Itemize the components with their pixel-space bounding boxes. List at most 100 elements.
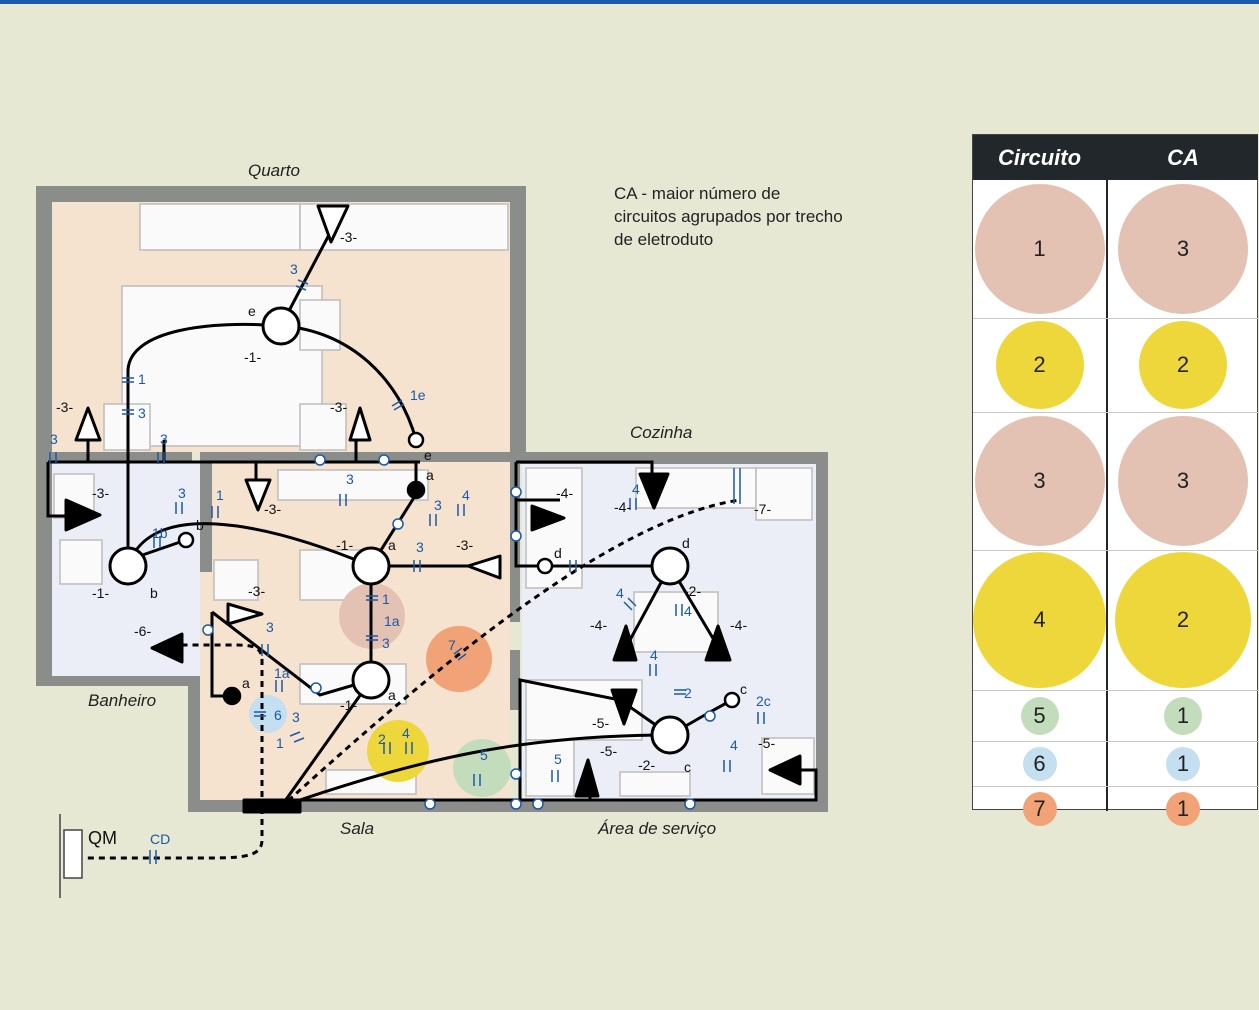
- circuit-label: -3-: [248, 583, 265, 599]
- ca-value: 2: [1115, 552, 1251, 688]
- conduit-number: 4: [632, 481, 640, 497]
- circuit-label: -5-: [600, 743, 617, 759]
- row-divider: [973, 550, 1259, 551]
- conduit-number: 5: [480, 747, 488, 763]
- conduit-number: 3: [50, 431, 58, 447]
- circuit-label: -4-: [614, 499, 631, 515]
- row-divider: [973, 786, 1259, 787]
- conduit-number: 3: [416, 539, 424, 555]
- ca-value-cell: 2: [1108, 318, 1258, 412]
- conduit-number: 3: [290, 261, 298, 277]
- circuito-value: 1: [974, 184, 1105, 314]
- circuito-value: 6: [1022, 746, 1057, 781]
- switch-letter: e: [248, 303, 256, 319]
- conduit-number: 1: [382, 591, 390, 607]
- circuito-value-cell: 7: [973, 786, 1106, 831]
- room-label-banheiro: Banheiro: [88, 691, 156, 710]
- conduit-number: 6: [274, 707, 282, 723]
- ca-value: 1: [1166, 746, 1200, 781]
- switch-letter: d: [554, 545, 562, 561]
- conduit-number: 2: [378, 731, 386, 747]
- column-divider: [1106, 135, 1108, 811]
- conduit-number: 7: [448, 637, 456, 653]
- circuito-value-cell: 6: [973, 741, 1106, 786]
- conduit-number: 4: [684, 603, 692, 619]
- row-divider: [973, 412, 1259, 413]
- circuit-labels: -3- -1- -3- -3- -3- -3- -1- -3- -1- -3- …: [56, 229, 775, 773]
- conduit-number: 4: [650, 647, 658, 663]
- circuit-label: -3-: [264, 501, 281, 517]
- conduit-number: 1: [276, 735, 284, 751]
- circuit-label: -3-: [56, 399, 73, 415]
- circuit-label: -4-: [730, 617, 747, 633]
- ca-value-cell: 1: [1108, 690, 1258, 741]
- circuit-label: -1-: [340, 697, 357, 713]
- circuit-label: -2-: [638, 757, 655, 773]
- circuito-value: 2: [995, 321, 1084, 409]
- circuit-label: -7-: [754, 501, 771, 517]
- circuito-value: 5: [1020, 696, 1059, 735]
- ca-value-cell: 1: [1108, 741, 1258, 786]
- circuit-label: -3-: [330, 399, 347, 415]
- conduit-number: 3: [346, 471, 354, 487]
- conduit-number: 2: [684, 685, 692, 701]
- lamp-points: [108, 306, 690, 755]
- ca-value: 3: [1118, 416, 1248, 546]
- header-ca: CA: [1108, 135, 1258, 180]
- floor-plan-diagram: Quarto Cozinha Banheiro Sala Área de ser…: [36, 161, 828, 898]
- conduit-numbers: 3 1 3 1e 3 3 3 3 1 4 3 1b 3 1 1a 3 3 7 1…: [50, 261, 771, 767]
- conduit-number: 4: [462, 487, 470, 503]
- ca-value: 2: [1139, 321, 1227, 409]
- ca-value: 1: [1164, 696, 1202, 735]
- row-divider: [973, 318, 1259, 319]
- circuit-label: -5-: [758, 735, 775, 751]
- circuit-label: -3-: [92, 485, 109, 501]
- cd-label: CD: [150, 831, 170, 847]
- switch-letter: c: [740, 681, 747, 697]
- switches: [177, 431, 741, 709]
- conduit-number: 1b: [152, 525, 168, 541]
- conduit-number: 1e: [410, 387, 426, 403]
- ca-value: 1: [1166, 791, 1200, 826]
- circuit-label: -1-: [244, 349, 261, 365]
- row-divider: [973, 741, 1259, 742]
- circuit-label: -1-: [336, 537, 353, 553]
- conduit-number: 3: [178, 485, 186, 501]
- circuit-label: -4-: [556, 485, 573, 501]
- circuit-label: -3-: [456, 537, 473, 553]
- switch-letter: a: [388, 687, 396, 703]
- dashed-wiring: [84, 498, 741, 860]
- outlets: [64, 204, 802, 814]
- qm-panel: [59, 814, 83, 898]
- ca-note: CA - maior número de circuitos agrupados…: [614, 184, 843, 249]
- conduit-number: 3: [266, 619, 274, 635]
- top-rule: [0, 0, 1259, 4]
- circuito-value: 4: [973, 552, 1106, 688]
- room-label-area-servico: Área de serviço: [597, 819, 716, 838]
- switch-letter: c: [684, 759, 691, 775]
- circuito-value-cell: 3: [973, 412, 1106, 550]
- ca-value-cell: 3: [1108, 180, 1258, 318]
- switch-letters: e e a b a b a a d d c c: [150, 303, 747, 775]
- circuito-value-cell: 5: [973, 690, 1106, 741]
- conduit-number: 3: [382, 635, 390, 651]
- conduit-number: 4: [402, 725, 410, 741]
- switch-letter: a: [388, 537, 396, 553]
- conduit-number: 1: [138, 371, 146, 387]
- ca-value-cell: 3: [1108, 412, 1258, 550]
- conduit-number: 3: [138, 405, 146, 421]
- conduit-number: 1a: [384, 613, 400, 629]
- conduit-number: 4: [730, 737, 738, 753]
- conduit-number: 5: [554, 751, 562, 767]
- room-label-sala: Sala: [340, 819, 374, 838]
- ca-value: 3: [1118, 184, 1248, 314]
- circuito-value: 7: [1022, 791, 1057, 826]
- row-divider: [973, 690, 1259, 691]
- room-label-cozinha: Cozinha: [630, 423, 692, 442]
- circuit-label: -6-: [134, 623, 151, 639]
- circuit-label: -1-: [92, 585, 109, 601]
